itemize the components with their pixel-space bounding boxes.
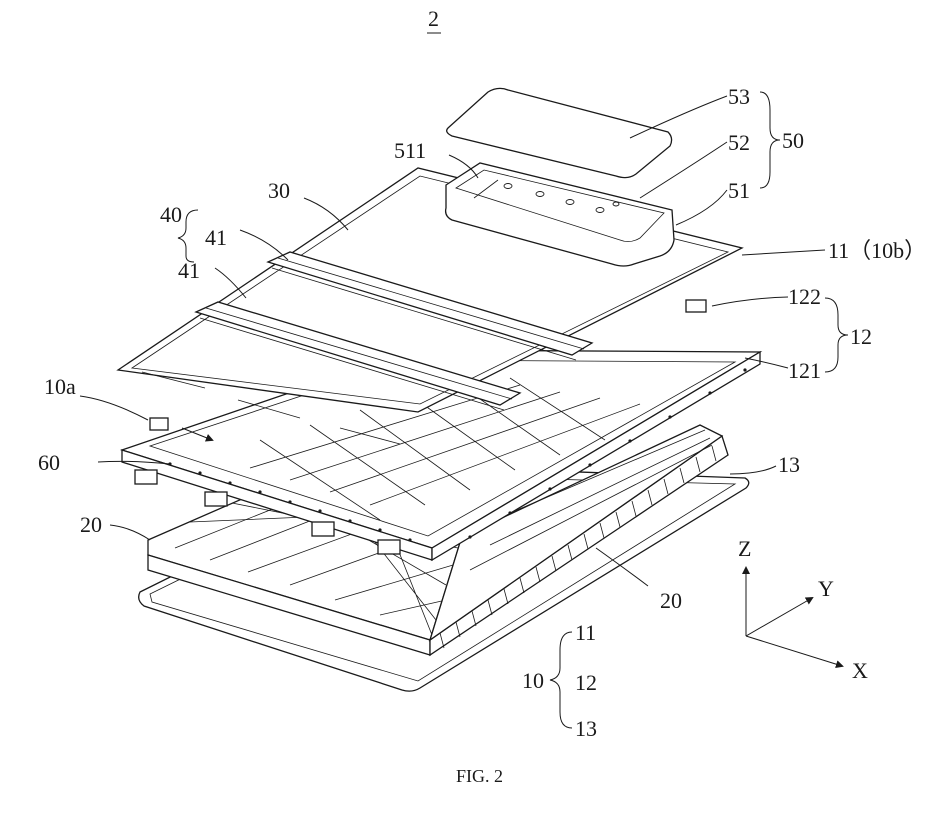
- label-50: 50: [782, 128, 804, 153]
- label-51: 51: [728, 178, 750, 203]
- label-12-bottom: 12: [575, 670, 597, 695]
- bracket: [378, 540, 400, 554]
- label-122: 122: [788, 284, 821, 309]
- bracket: [135, 470, 157, 484]
- label-20-left: 20: [80, 512, 102, 537]
- figure-caption: FIG. 2: [456, 766, 503, 786]
- bracket: [150, 418, 168, 430]
- label-41-upper: 41: [205, 225, 227, 250]
- axis-y-label: Y: [818, 576, 834, 601]
- figure-number: 2: [428, 6, 439, 31]
- label-511: 511: [394, 138, 426, 163]
- label-13-bottom: 13: [575, 716, 597, 741]
- bracket: [205, 492, 227, 506]
- label-11: 11: [575, 620, 596, 645]
- label-30: 30: [268, 178, 290, 203]
- label-52: 52: [728, 130, 750, 155]
- label-13: 13: [778, 452, 800, 477]
- label-20-right: 20: [660, 588, 682, 613]
- label-41-lower: 41: [178, 258, 200, 283]
- axis-x-label: X: [852, 658, 868, 683]
- label-10: 10: [522, 668, 544, 693]
- label-40: 40: [160, 202, 182, 227]
- bracket: [312, 522, 334, 536]
- label-10a: 10a: [44, 374, 76, 399]
- label-53: 53: [728, 84, 750, 109]
- label-60: 60: [38, 450, 60, 475]
- label-11-10b: 11（10b）: [828, 238, 926, 263]
- label-121: 121: [788, 358, 821, 383]
- bracket: [686, 300, 706, 312]
- axis-z-label: Z: [738, 536, 751, 561]
- coordinate-axes: Z Y X: [738, 536, 868, 683]
- label-12: 12: [850, 324, 872, 349]
